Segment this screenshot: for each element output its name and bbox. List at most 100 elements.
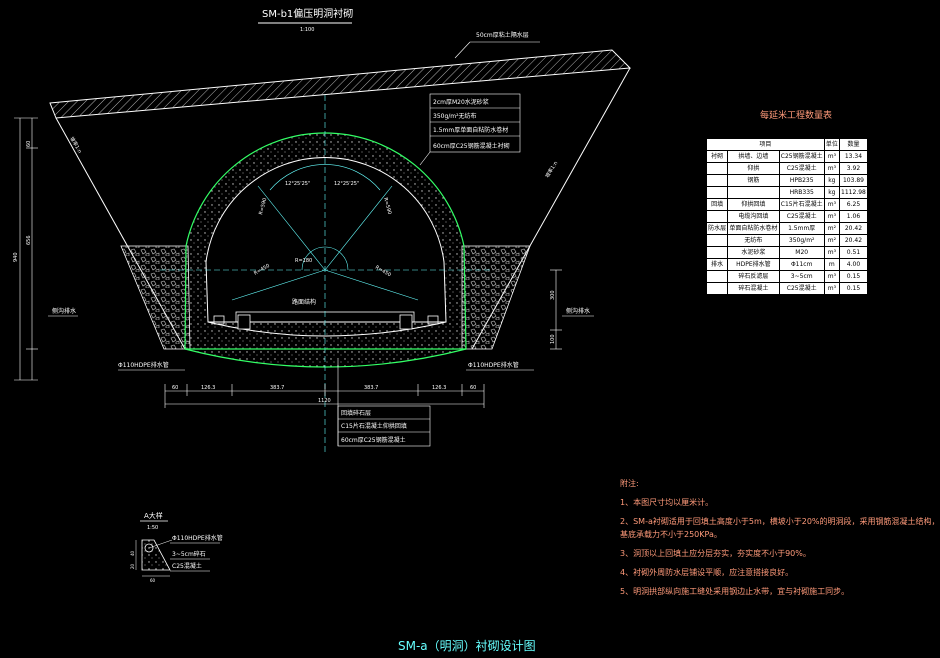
table-cell — [705, 270, 729, 283]
table-cell — [705, 210, 729, 223]
detail-scale: 1:50 — [147, 525, 158, 531]
left-dimension-labels: 60 656 940 — [13, 141, 32, 262]
table-cell: 0.15 — [838, 282, 869, 295]
notes-title: 附注: — [620, 479, 639, 488]
dim-label: 100 — [550, 334, 556, 344]
note-line: 1、本图尺寸均以厘米计。 — [620, 498, 714, 507]
dim-label: 126.3 — [201, 385, 215, 391]
dim-label: 383.7 — [364, 385, 378, 391]
section-title: SM-b1偏压明洞衬砌 — [262, 7, 353, 20]
layer-label: 1.5mm厚单面自粘防水卷材 — [433, 126, 508, 134]
table-cell: 碎石混凝土 — [727, 282, 780, 295]
dim-label: 940 — [13, 252, 19, 262]
table-cell: 13.34 — [838, 150, 869, 163]
angle-label: 12°25'25" — [334, 181, 359, 187]
table-cell: m³ — [823, 210, 840, 223]
table-header-cell: 单位 — [823, 138, 840, 151]
table-cell: 1.5mm厚 — [778, 222, 825, 235]
note-line: 5、明洞拱部纵向施工缝处采用钢边止水带，宜与衬砌施工同步。 — [620, 587, 850, 596]
dim-label: 656 — [26, 235, 32, 245]
table-cell — [705, 282, 729, 295]
table-cell: 仰拱 — [727, 162, 780, 175]
table-cell — [705, 234, 729, 247]
table-cell: C25混凝土 — [778, 162, 825, 175]
angle-labels: 12°25'25" 12°25'25" R=590 R=590 R=450 R=… — [253, 181, 392, 306]
layer-label: 2cm厚M20水泥砂浆 — [433, 98, 489, 106]
angle-label: 12°25'25" — [285, 181, 310, 187]
detail-dim: 60 — [150, 578, 156, 583]
left-dimensions — [14, 117, 38, 381]
table-cell: HRB335 — [778, 186, 825, 199]
dim-label: 60 — [470, 385, 476, 391]
right-dimension-labels: 300 100 — [550, 290, 556, 344]
table-cell: 排水 — [705, 258, 729, 271]
table-cell: m² — [823, 234, 840, 247]
table-cell: 1112.98 — [838, 186, 869, 199]
table-cell: 0.15 — [838, 270, 869, 283]
right-ditch-label: 侧沟排水 — [566, 307, 590, 315]
table-cell — [705, 162, 729, 175]
table-cell: 回填 — [705, 198, 729, 211]
table-cell: m² — [823, 222, 840, 235]
table-cell: HPB235 — [778, 174, 825, 187]
table-cell: M20 — [778, 246, 825, 259]
table-cell: 3~5cm — [778, 270, 825, 283]
right-drain-label: Φ110HDPE排水管 — [468, 361, 519, 369]
right-dimensions — [550, 269, 562, 350]
table-cell: 电缆沟回填 — [727, 210, 780, 223]
lining-layer-callout: 2cm厚M20水泥砂浆 350g/m²无纺布 1.5mm厚单面自粘防水卷材 60… — [419, 93, 521, 166]
table-cell — [705, 246, 729, 259]
tunnel-lining — [184, 132, 467, 368]
invert-label: 60cm厚C25钢筋混凝土 — [341, 436, 406, 444]
table-cell: 拱墙、边墙 — [727, 150, 780, 163]
left-drain-label: Φ110HDPE排水管 — [118, 361, 169, 369]
table-cell: 0.51 — [838, 246, 869, 259]
bottom-dimension-labels: 60 126.3 383.7 383.7 126.3 60 1120 — [172, 385, 476, 404]
cad-drawing: SM-b1偏压明洞衬砌 1:100 50cm厚粘土隔水层 坡率1:n 坡率1:n — [13, 7, 632, 653]
radius-label: R=180 — [295, 258, 312, 264]
backfill-label: 50cm厚粘土隔水层 — [476, 31, 529, 39]
table-cell: C25混凝土 — [778, 282, 825, 295]
invert-label: 回填碎石层 — [341, 409, 371, 417]
table-cell: Φ11cm — [778, 258, 825, 271]
table-cell: C25钢筋混凝土 — [778, 150, 825, 163]
table-cell: 350g/m² — [778, 234, 825, 247]
dim-label: 300 — [550, 290, 556, 300]
radius-label: R=590 — [258, 197, 268, 215]
table-cell: 20.42 — [838, 234, 869, 247]
dim-label: 383.7 — [270, 385, 284, 391]
dim-total-label: 1120 — [318, 398, 331, 404]
table-cell: 4.00 — [838, 258, 869, 271]
table-header-row: 项目 单位 数量 — [706, 138, 869, 151]
table-cell: 仰拱回填 — [727, 198, 780, 211]
section-scale: 1:100 — [300, 27, 314, 33]
detail-a: A大样 1:50 Φ110HDPE排水管 3~5cm碎石 C25混凝土 40 2… — [130, 511, 223, 583]
section-title-block: SM-b1偏压明洞衬砌 1:100 — [258, 7, 353, 33]
table-cell: 钢筋 — [727, 174, 780, 187]
table-cell: 3.92 — [838, 162, 869, 175]
table-cell: C15片石混凝土 — [778, 198, 825, 211]
table-cell: m — [823, 258, 840, 271]
invert-label: C15片石混凝土仰拱回填 — [341, 422, 407, 430]
invert-layer-callout: 回填碎石层 C15片石混凝土仰拱回填 60cm厚C25钢筋混凝土 — [337, 360, 431, 447]
table-header-cell: 数量 — [838, 138, 869, 151]
drainage-labels: Φ110HDPE排水管 Φ110HDPE排水管 侧沟排水 侧沟排水 — [48, 307, 594, 371]
detail-dim: 20 — [130, 563, 135, 569]
note-line: 3、洞顶以上回填土应分层夯实，夯实度不小于90%。 — [620, 549, 811, 558]
slope-right-label: 坡率1:n — [544, 160, 559, 179]
table-cell: 衬砌 — [705, 150, 729, 163]
table-cell: 无纺布 — [727, 234, 780, 247]
detail-dim: 40 — [130, 550, 135, 556]
table-cell: 103.89 — [838, 174, 869, 187]
bottom-dimensions — [164, 384, 485, 408]
side-rubble-fill — [120, 245, 531, 350]
table-cell: 碎石反滤层 — [727, 270, 780, 283]
layer-label: 350g/m²无纺布 — [433, 112, 477, 120]
